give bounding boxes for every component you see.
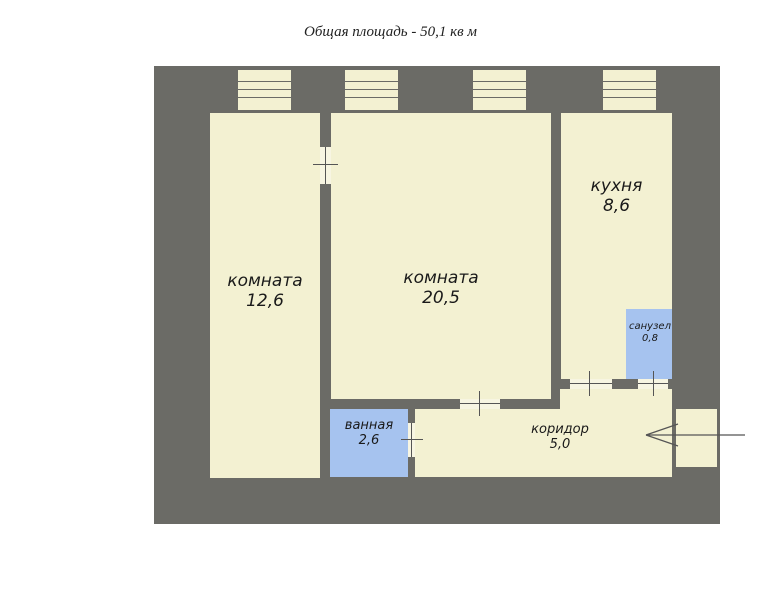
room-name: комната (403, 268, 479, 288)
room-area: 0,8 (642, 332, 658, 344)
entrance-landing (676, 409, 717, 467)
window (238, 70, 291, 110)
room-12-6-label: комната 12,6 (210, 271, 320, 311)
bathroom-label: ванная 2,6 (330, 418, 408, 449)
total-area-title: Общая площадь - 50,1 кв м (304, 24, 477, 40)
corridor-label: коридор 5,0 (500, 422, 620, 453)
room-name: ванная (344, 418, 394, 433)
room-area: 20,5 (422, 287, 460, 308)
window (345, 70, 398, 110)
entrance-arrow-icon (645, 423, 745, 447)
room-area: 5,0 (549, 436, 571, 452)
window (603, 70, 656, 110)
room-12-6 (210, 113, 320, 478)
room-name: комната (227, 271, 303, 291)
wc-label: санузел 0,8 (626, 321, 674, 344)
room-area: 8,6 (602, 195, 631, 216)
room-name: санузел (629, 321, 671, 332)
room-name: кухня (590, 176, 643, 196)
room-20-5-label: комната 20,5 (331, 268, 551, 308)
wc (626, 309, 672, 379)
window (473, 70, 526, 110)
room-20-5 (331, 113, 551, 399)
kitchen-label: кухня 8,6 (561, 176, 672, 216)
room-area: 12,6 (246, 290, 284, 311)
door-kitchen-corridor (570, 379, 612, 389)
door-room2-corridor (460, 399, 500, 409)
room-name: коридор (531, 422, 589, 437)
corridor (415, 409, 672, 477)
bathroom (330, 409, 408, 477)
corridor-upper (560, 389, 672, 411)
room-area: 2,6 (358, 432, 380, 448)
